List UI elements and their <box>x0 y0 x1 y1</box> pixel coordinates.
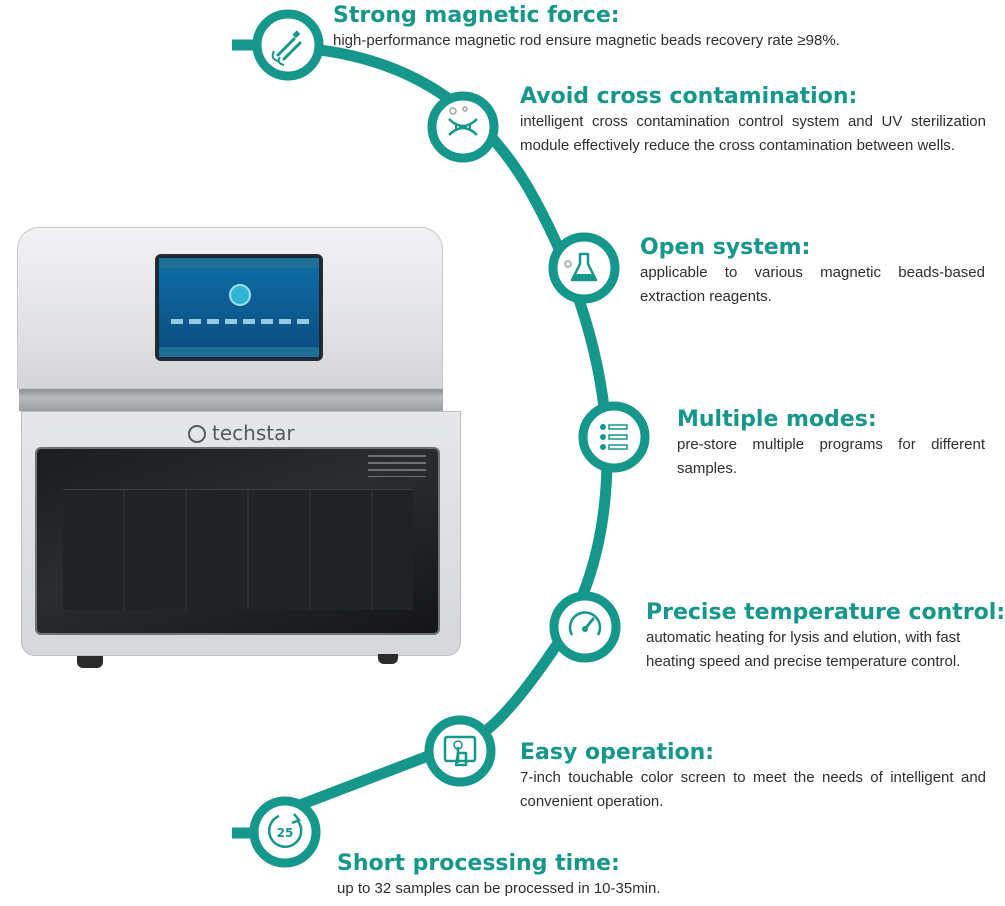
feature-title: Short processing time: <box>337 851 620 876</box>
device-touch-screen <box>157 256 321 359</box>
feature-open-system: Open system: applicable to various magne… <box>640 235 985 309</box>
nucleic-acid-extractor-device: techstar <box>0 0 470 700</box>
timer-icon-number: 25 <box>277 826 294 840</box>
device-viewing-window <box>37 449 438 633</box>
feature-description: automatic heating for lysis and elution,… <box>646 629 961 670</box>
device-brand-logo: techstar <box>188 421 295 445</box>
magnet-icon <box>252 9 324 81</box>
device-metal-band <box>19 389 443 411</box>
device-foot-right <box>378 654 398 664</box>
gauge-icon <box>549 591 621 663</box>
device-model-label <box>368 455 426 477</box>
device-screen-app-icon <box>231 286 249 304</box>
feature-description: intelligent cross contamination control … <box>520 113 986 154</box>
device-screen-header <box>159 258 319 268</box>
brand-logo-icon <box>188 425 206 443</box>
feature-easy-operation: Easy operation: 7-inch touchable color s… <box>520 740 986 814</box>
device-screen-footer <box>159 347 319 357</box>
feature-title: Avoid cross contamination: <box>520 84 858 109</box>
feature-title: Precise temperature control: <box>646 600 1005 625</box>
feature-precise-temperature-control: Precise temperature control: automatic h… <box>646 600 1005 674</box>
feature-title: Strong magnetic force: <box>333 3 620 28</box>
feature-title: Open system: <box>640 235 811 260</box>
feature-avoid-cross-contamination: Avoid cross contamination: intelligent c… <box>520 84 986 158</box>
device-interior <box>63 489 413 610</box>
device-screen-step-row <box>171 319 311 324</box>
feature-description: pre-store multiple programs for differen… <box>677 436 985 477</box>
flask-icon <box>548 232 620 304</box>
brand-name: techstar <box>212 421 295 445</box>
feature-title: Multiple modes: <box>677 407 877 432</box>
feature-title: Easy operation: <box>520 740 715 765</box>
device-foot-left <box>77 656 103 668</box>
dna-icon <box>427 91 499 163</box>
feature-description: up to 32 samples can be processed in 10-… <box>337 880 661 897</box>
feature-strong-magnetic-force: Strong magnetic force: high-performance … <box>333 3 933 53</box>
feature-multiple-modes: Multiple modes: pre-store multiple progr… <box>677 407 985 481</box>
timer-icon: 25 <box>249 796 321 868</box>
feature-description: high-performance magnetic rod ensure mag… <box>333 32 840 49</box>
program-list-icon <box>578 401 650 473</box>
feature-short-processing-time: Short processing time: up to 32 samples … <box>337 851 837 901</box>
touch-screen-icon <box>424 715 496 787</box>
feature-description: applicable to various magnetic beads-bas… <box>640 264 985 305</box>
device-screen-body <box>159 268 319 347</box>
feature-description: 7-inch touchable color screen to meet th… <box>520 769 986 810</box>
